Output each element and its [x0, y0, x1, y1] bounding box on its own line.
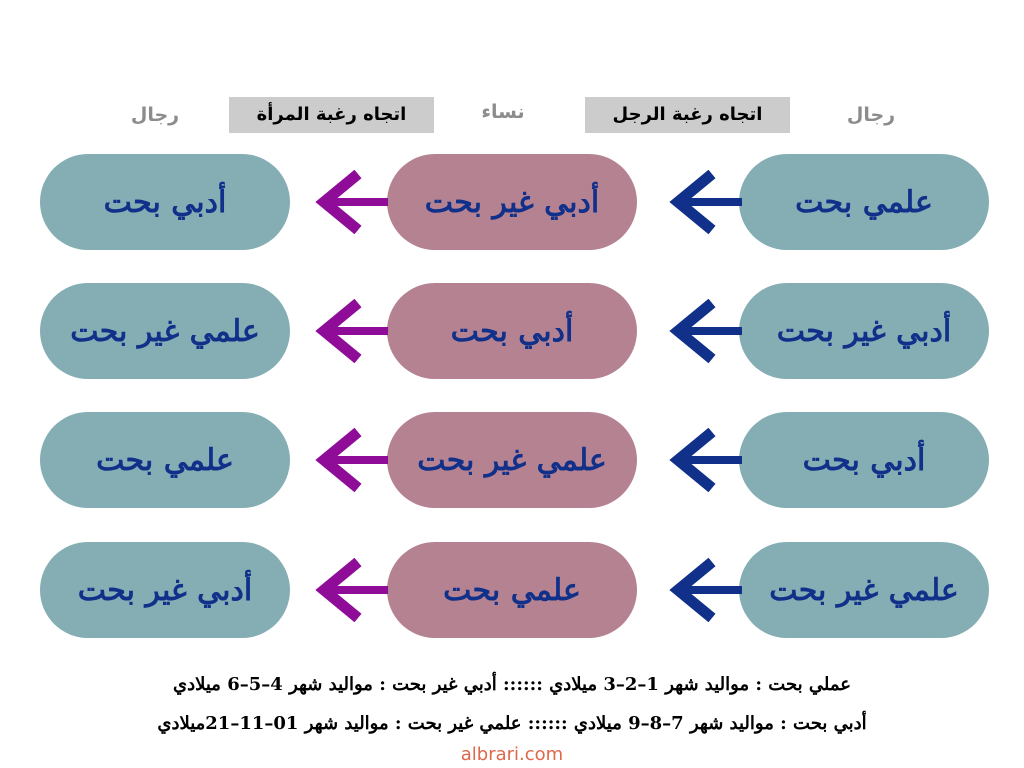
pill-result-row-3: علمي بحت — [40, 412, 290, 508]
arrow-left-purple-icon — [315, 428, 388, 492]
footer-note-line-1: عملي بحت : مواليد شهر 1–2–3 ميلادي :::::… — [173, 674, 851, 695]
pill-woman-row-4: علمي بحت — [387, 542, 637, 638]
header-box-man-preference: اتجاه رغبة الرجل — [585, 97, 790, 133]
arrow-left-blue-icon — [669, 428, 742, 492]
pill-man-row-4: علمي غير بحت — [739, 542, 989, 638]
header-label-men-right: رجال — [846, 104, 896, 126]
pill-woman-row-3: علمي غير بحت — [387, 412, 637, 508]
header-box-woman-preference: اتجاه رغبة المرأة — [229, 97, 434, 133]
header-label-men-left: رجال — [130, 104, 180, 126]
watermark: albrari.com — [460, 744, 564, 765]
pill-result-row-4: أدبي غير بحت — [40, 542, 290, 638]
pill-man-row-1: علمي بحت — [739, 154, 989, 250]
arrow-left-blue-icon — [669, 558, 742, 622]
header-label-women: نساء — [481, 101, 525, 123]
pill-result-row-1: أدبي بحت — [40, 154, 290, 250]
pill-man-row-2: أدبي غير بحت — [739, 283, 989, 379]
pill-man-row-3: أدبي بحت — [739, 412, 989, 508]
arrow-left-purple-icon — [315, 558, 388, 622]
arrow-left-blue-icon — [669, 170, 742, 234]
arrow-left-purple-icon — [315, 299, 388, 363]
pill-result-row-2: علمي غير بحت — [40, 283, 290, 379]
pill-woman-row-1: أدبي غير بحت — [387, 154, 637, 250]
pill-woman-row-2: أدبي بحت — [387, 283, 637, 379]
footer-note-line-2: أدبي بحت : مواليد شهر 7–8–9 ميلادي :::::… — [157, 713, 867, 734]
arrow-left-purple-icon — [315, 170, 388, 234]
arrow-left-blue-icon — [669, 299, 742, 363]
